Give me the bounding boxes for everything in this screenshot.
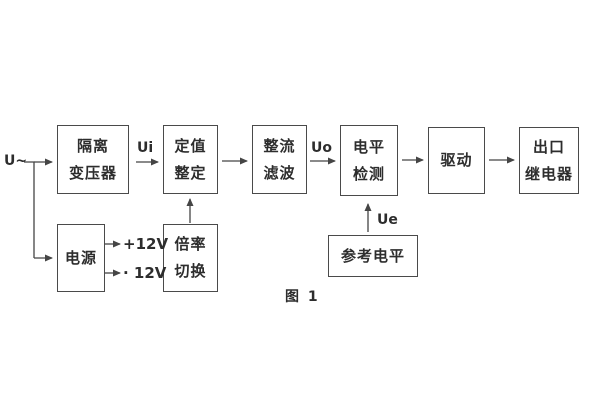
block-ratio-switch: 倍率 切换 <box>163 224 218 292</box>
block-rectifier-filter: 整流 滤波 <box>252 125 307 194</box>
figure-caption: 图 1 <box>285 289 320 305</box>
block-label: 定值 <box>174 136 207 155</box>
block-label: 电平 <box>352 137 385 156</box>
block-reference-level: 参考电平 <box>328 235 418 277</box>
source-voltage-label: U~ <box>4 153 28 169</box>
block-label: 整定 <box>174 163 207 182</box>
signal-ui-label: Ui <box>137 140 154 156</box>
block-label: 继电器 <box>524 164 573 183</box>
signal-ue-label: Ue <box>377 212 398 228</box>
power-rail-pos12-label: +12V <box>123 235 169 253</box>
block-power-supply: 电源 <box>57 224 105 292</box>
block-label: 整流 <box>263 136 296 155</box>
line-source-branch <box>24 161 35 258</box>
block-output-relay: 出口 继电器 <box>519 127 579 194</box>
block-label: 滤波 <box>263 163 296 182</box>
block-label: 检测 <box>352 164 385 183</box>
signal-uo-label: Uo <box>311 140 332 156</box>
block-isolation-transformer: 隔离 变压器 <box>57 125 129 194</box>
block-label: 参考电平 <box>340 246 405 265</box>
block-label: 倍率 <box>174 235 207 253</box>
block-label: 驱动 <box>440 151 473 169</box>
power-rail-neg12-label: · 12V <box>123 264 167 282</box>
block-label: 出口 <box>532 137 565 156</box>
block-label: 变压器 <box>68 163 117 182</box>
block-label: 隔离 <box>76 136 109 155</box>
block-driver: 驱动 <box>428 127 485 194</box>
block-label: 电源 <box>64 248 97 267</box>
block-level-detection: 电平 检测 <box>340 125 398 196</box>
block-label: 切换 <box>174 262 207 280</box>
block-setpoint-setting: 定值 整定 <box>163 125 218 194</box>
